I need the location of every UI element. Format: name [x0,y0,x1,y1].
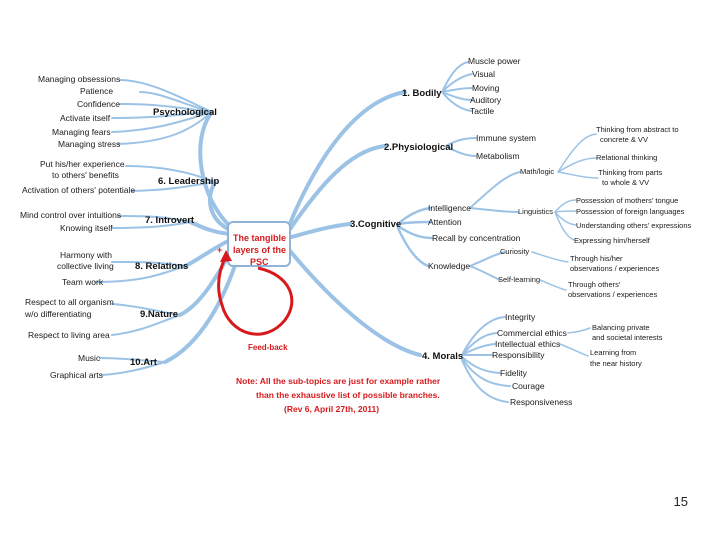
nature-item-1: Respect to all organism [25,297,114,307]
art-item-1: Music [78,353,101,363]
morals-label: 4. Morals [422,351,463,362]
nature-item-2: w/o differentiating [24,309,92,319]
curiosity-item-1: Through his/her [570,254,623,263]
center-line-3: PSC [250,257,269,267]
mathlogic-item-1: Thinking from abstract to [596,125,679,134]
branch-introvert [188,220,232,236]
mathlogic-item-2: concrete & VV [600,135,648,144]
note-line-2: than the exhaustive list of possible bra… [256,390,440,400]
mathlogic-item-4: Thinking from parts [598,168,662,177]
morals-sub-2: and societal interests [592,333,663,342]
center-line-2: layers of the [233,245,286,255]
linguistics-label: Linguistics [518,207,553,216]
bodily-item-1: Muscle power [468,56,521,66]
note-block: Note: All the sub-topics are just for ex… [236,376,441,414]
psychological-label: Psychological [153,107,217,118]
bodily-label: 1. Bodily [402,88,442,99]
cognitive-item-4: Knowledge [428,261,470,271]
relations-item-1: Harmony with [60,250,112,260]
psych-item-1: Managing obsessions [38,74,120,84]
morals-item-5: Fidelity [500,368,528,378]
art-item-2: Graphical arts [50,370,103,380]
psych-item-5: Managing fears [52,127,111,137]
cognitive-label: 3.Cognitive [350,219,401,230]
psych-item-6: Managing stress [58,139,120,149]
introvert-label: 7. Introvert [145,215,195,226]
bodily-item-5: Tactile [470,106,494,116]
introvert-item-2: Knowing itself [60,223,113,233]
center-line-1: The tangible [233,233,286,243]
branch-cognitive [286,222,352,240]
ling-item-4: Expressing him/herself [574,236,651,245]
branch-lines [94,61,599,403]
leadership-item-3: Activation of others' potentiale [22,185,135,195]
mathlogic-item-5: to whole & VV [602,178,649,187]
physio-item-1: Immune system [476,133,536,143]
morals-item-6: Courage [512,381,545,391]
leadership-item-1: Put his/her experience [40,159,125,169]
branch-psychological [198,110,234,230]
plus-sign: + [217,245,222,255]
psych-item-2: Patience [80,86,113,96]
psych-item-3: Confidence [77,99,120,109]
morals-item-3: Intellectual ethics [495,339,560,349]
nature-label: 9.Nature [140,309,178,320]
leadership-item-2: to others' benefits [52,170,119,180]
selflearning-item-1: Through others' [568,280,621,289]
morals-sub-3: Learning from [590,348,636,357]
morals-item-7: Responsiveness [510,397,572,407]
ling-item-1: Possession of mothers' tongue [576,196,678,205]
mathlogic-label: Math/logic [520,167,554,176]
nature-item-3: Respect to living area [28,330,110,340]
morals-item-2: Commercial ethics [497,328,567,338]
bodily-item-3: Moving [472,83,500,93]
physio-item-2: Metabolism [476,151,519,161]
ling-item-3: Understanding others' expressions [576,221,691,230]
relations-item-3: Team work [62,277,104,287]
note-line-3: (Rev 6, April 27th, 2011) [284,404,379,414]
introvert-item-1: Mind control over intuitions [20,210,121,220]
selflearning-label: Self-learning [498,275,540,284]
figure-area [0,42,720,430]
note-line-1: Note: All the sub-topics are just for ex… [236,376,441,386]
branch-physiological [286,144,387,234]
relations-label: 8. Relations [135,261,188,272]
cognitive-item-3: Recall by concentration [432,233,521,243]
physiological-label: 2.Physiological [384,142,453,153]
art-label: 10.Art [130,357,158,368]
morals-item-1: Integrity [505,312,536,322]
morals-item-4: Responsibility [492,350,545,360]
morals-sub-1: Balancing private [592,323,650,332]
branch-bodily [286,90,407,230]
center-node: The tangible layers of the PSC [227,221,291,267]
relations-item-2: collective living [57,261,114,271]
feedback-label: Feed-back [248,343,288,352]
bodily-item-2: Visual [472,69,495,79]
mathlogic-item-3: Relational thinking [596,153,657,162]
ling-item-2: Possession of foreign languages [576,207,685,216]
curiosity-label: Curiosity [500,247,529,256]
cognitive-item-2: Attention [428,217,462,227]
leadership-label: 6. Leadership [158,176,219,187]
page-number: 15 [673,494,688,509]
morals-sub-4: the near history [590,359,642,368]
curiosity-item-2: observations / experiences [570,264,659,273]
bodily-item-4: Auditory [470,95,502,105]
branch-morals [284,244,422,357]
cognitive-item-1: Intelligence [428,203,471,213]
selflearning-item-2: observations / experiences [568,290,657,299]
psych-item-4: Activate itself [60,113,111,123]
branch-leadership [208,180,232,232]
branch-relations [183,238,232,268]
feedback-loop: Feed-back [217,250,294,352]
